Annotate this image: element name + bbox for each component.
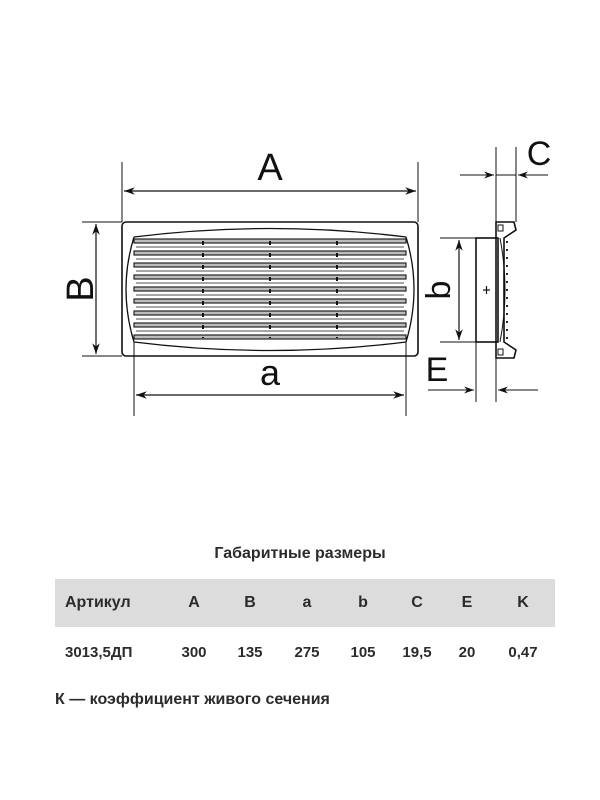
column-header-E: E	[461, 594, 473, 611]
specs-table: Артикул A B a b C E K 3013,5ДП 300 135 2…	[55, 579, 555, 677]
column-header-K: K	[517, 594, 529, 611]
column-header-a: a	[302, 594, 312, 611]
cell-a: 275	[294, 643, 320, 661]
column-header-article: Артикул	[65, 594, 131, 611]
label-A: A	[257, 147, 283, 189]
cell-K: 0,47	[508, 643, 538, 661]
label-E: E	[426, 351, 449, 389]
cell-E: 20	[458, 643, 476, 661]
column-header-B: B	[244, 594, 256, 611]
column-header-b: b	[358, 594, 368, 611]
column-header-C: C	[411, 594, 423, 611]
front-view	[82, 162, 419, 416]
ventilation-grille-drawing: A B a C b E	[60, 135, 552, 416]
cell-article: 3013,5ДП	[65, 643, 133, 661]
specs-title: Габаритные размеры	[214, 545, 386, 562]
column-header-A: A	[188, 594, 200, 611]
footnote: К — коэффициент живого сечения	[55, 691, 330, 708]
table-row: 3013,5ДП 300 135 275 105 19,5 20 0,47	[55, 627, 555, 677]
cell-C: 19,5	[402, 643, 432, 661]
grille-frame	[121, 221, 419, 357]
label-C: C	[527, 135, 552, 173]
label-b: b	[420, 281, 458, 300]
side-view	[428, 147, 548, 402]
cell-A: 300	[181, 643, 207, 661]
label-B: B	[60, 276, 102, 301]
cell-B: 135	[237, 643, 263, 661]
cell-b: 105	[350, 643, 376, 661]
label-a: a	[260, 352, 281, 393]
side-body	[475, 237, 499, 343]
table-header-row: Артикул A B a b C E K	[55, 579, 555, 627]
